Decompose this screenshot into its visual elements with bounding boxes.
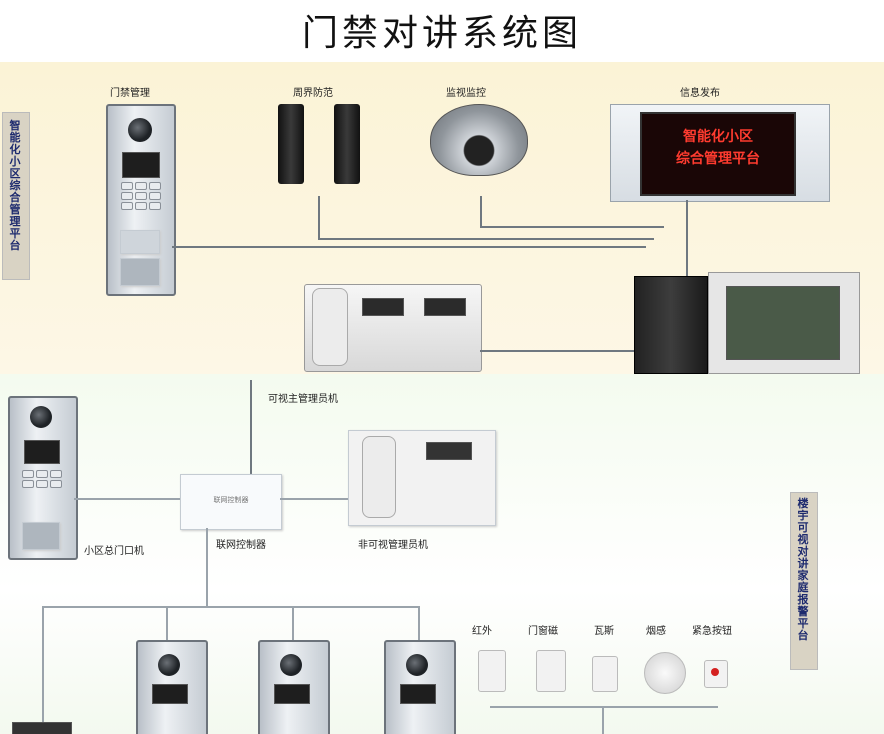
card-reader (120, 230, 160, 254)
sensor-label-emergency: 紧急按钮 (692, 626, 732, 637)
wire-perimeter-drop (318, 196, 320, 238)
unit-display (274, 684, 310, 704)
keypad-key (121, 182, 133, 190)
gate-unit-label: 小区总门口机 (84, 546, 144, 557)
monitor-screen (726, 286, 840, 360)
nonvideo-display (426, 442, 472, 460)
smoke-detector-icon (644, 652, 686, 694)
nonvideo-manager-label: 非可视管理员机 (358, 540, 428, 551)
wire-sensor-bus (490, 706, 718, 708)
wire-access-to-server (172, 246, 646, 248)
sensor-label-infrared: 红外 (472, 626, 492, 637)
unit-display (152, 684, 188, 704)
led-line-2: 综合管理平台 (676, 151, 760, 167)
led-line-1: 智能化小区 (683, 129, 753, 145)
handset-icon (362, 436, 396, 518)
main-manager-label: 可视主管理员机 (268, 394, 338, 405)
indoor-unit-partial (12, 722, 72, 734)
network-controller-label: 联网控制器 (216, 540, 266, 551)
infrared-sensor-icon (478, 650, 506, 692)
wire-bus-drop-3 (292, 606, 294, 640)
access-control-label: 门禁管理 (110, 88, 150, 99)
perimeter-label: 周界防范 (293, 88, 333, 99)
camera-lens-icon (30, 406, 52, 428)
keypad-key (36, 470, 48, 478)
keypad-key (149, 182, 161, 190)
controller-caption: 联网控制器 (213, 496, 249, 504)
platform-side-tab (2, 112, 30, 280)
info-release-label: 信息发布 (680, 88, 720, 99)
speaker-grille (120, 258, 160, 286)
infrared-beam-left-icon (278, 104, 304, 184)
keypad-key (50, 470, 62, 478)
door-magnet-icon (536, 650, 566, 692)
wire-sensor-drop (602, 706, 604, 734)
wire-bus-drop-4 (418, 606, 420, 640)
keypad-key (121, 192, 133, 200)
network-controller-box: 联网控制器 (180, 474, 282, 530)
sensor-label-door-magnet: 门窗磁 (528, 626, 558, 637)
wire-controller-to-nonvideo (280, 498, 348, 500)
handset-icon (312, 288, 348, 366)
diagram-title: 门禁对讲系统图 (301, 13, 582, 54)
keypad-key (149, 192, 161, 200)
wire-cctv-run (480, 226, 664, 228)
intercom-side-tab (790, 492, 818, 670)
wire-bus-drop-2 (166, 606, 168, 640)
sensor-label-smoke: 烟感 (646, 626, 666, 637)
wire-gate-to-controller (74, 498, 180, 500)
keypad-key (22, 470, 34, 478)
wire-bus (42, 606, 418, 608)
camera-lens-icon (128, 118, 152, 142)
wire-led-drop (686, 200, 688, 276)
speaker-grille (22, 522, 60, 550)
keypad-key (135, 202, 147, 210)
keypad-key (149, 202, 161, 210)
console-display-right (424, 298, 466, 316)
platform-side-label: 智能化小区综合管理平台 (9, 119, 21, 252)
keypad-key (22, 480, 34, 488)
emergency-button-light (711, 668, 719, 676)
wire-console-to-server (480, 350, 634, 352)
keypad-key (135, 192, 147, 200)
gas-detector-icon (592, 656, 618, 692)
dome-camera-icon (430, 104, 528, 176)
intercom-side-label: 楼宇可视对讲家庭报警平台 (797, 497, 809, 642)
wire-manager-to-controller (250, 380, 252, 476)
keypad-key (50, 480, 62, 488)
wire-controller-down (206, 528, 208, 606)
server-tower-icon (634, 276, 708, 374)
sensor-label-gas: 瓦斯 (594, 626, 614, 637)
camera-lens-icon (280, 654, 302, 676)
wire-perimeter-run (318, 238, 654, 240)
console-display-left (362, 298, 404, 316)
infrared-beam-right-icon (334, 104, 360, 184)
camera-lens-icon (158, 654, 180, 676)
unit-display (400, 684, 436, 704)
keypad-key (135, 182, 147, 190)
keypad-key (36, 480, 48, 488)
gate-unit-display (24, 440, 60, 464)
wire-cctv-drop (480, 196, 482, 226)
panel-display (122, 152, 160, 178)
cctv-label: 监视监控 (446, 88, 486, 99)
led-screen: 智能化小区 综合管理平台 (640, 112, 796, 196)
camera-lens-icon (406, 654, 428, 676)
keypad-key (121, 202, 133, 210)
wire-bus-drop-1 (42, 606, 44, 734)
